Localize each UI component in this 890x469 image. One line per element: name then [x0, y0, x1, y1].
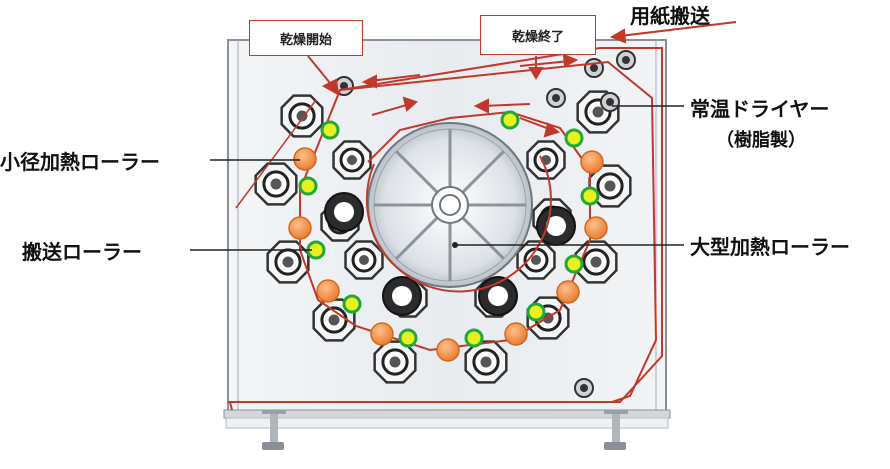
dryer-unit — [464, 340, 508, 384]
drying-end-label: 乾燥終了 — [511, 29, 564, 45]
dryer-unit — [588, 164, 632, 208]
transport-roller-icon — [564, 128, 584, 148]
large-heat-roller-label: 大型加熱ローラー — [690, 235, 850, 259]
drying-start-label: 乾燥開始 — [279, 32, 332, 48]
idler-roller-icon — [574, 378, 594, 398]
transport-roller-label: 搬送ローラー — [22, 240, 142, 264]
drying-end-callout: 乾燥終了 — [480, 15, 596, 55]
idler-roller-icon — [584, 58, 604, 78]
transport-roller-icon — [342, 294, 362, 314]
idler-roller-icon — [616, 50, 636, 70]
paper-direction-arrows — [361, 53, 579, 138]
idler-roller-icon — [546, 88, 566, 108]
room-temp-dryer-sublabel: （樹脂製） — [716, 130, 806, 151]
roller-layer — [288, 110, 608, 362]
dryer-unit — [516, 240, 556, 280]
small-heat-roller-icon — [556, 280, 580, 304]
small-heat-roller-icon — [293, 147, 317, 171]
idler-roller-icon — [334, 76, 354, 96]
dryer-unit — [266, 240, 310, 284]
transport-roller-icon — [580, 186, 600, 206]
drying-start-callout: 乾燥開始 — [249, 20, 363, 56]
transport-roller-icon — [320, 120, 340, 140]
room-temp-dryer-label: 常温ドライヤー — [690, 97, 830, 121]
small-heat-roller-icon — [436, 338, 460, 362]
small-heat-roller-icon — [288, 216, 312, 240]
dark-roller-icon — [382, 276, 422, 316]
large-heating-drum-icon — [367, 122, 533, 288]
small-heat-roller-icon — [504, 322, 528, 346]
small-heat-roller-label: 小径加熱ローラー — [0, 150, 160, 174]
transport-roller-icon — [398, 328, 418, 348]
small-heat-roller-icon — [316, 279, 340, 303]
dryer-unit — [344, 240, 384, 280]
paper-transport-label: 用紙搬送 — [630, 4, 710, 28]
transport-roller-icon — [464, 328, 484, 348]
transport-roller-icon — [500, 110, 520, 130]
transport-roller-icon — [298, 176, 318, 196]
machine-feet — [262, 410, 628, 450]
callout-pointers — [307, 21, 737, 96]
dryer-unit — [332, 140, 372, 180]
transport-roller-icon — [564, 254, 584, 274]
dryer-unit — [373, 340, 417, 384]
small-heat-roller-icon — [580, 150, 604, 174]
small-heat-roller-icon — [370, 322, 394, 346]
idler-roller-icon — [600, 92, 620, 112]
dryer-unit — [254, 162, 298, 206]
dark-roller-icon — [324, 192, 364, 232]
dryer-unit — [280, 94, 324, 138]
transport-roller-icon — [526, 302, 546, 322]
leader-lines — [190, 105, 684, 251]
small-heat-roller-icon — [584, 216, 608, 240]
